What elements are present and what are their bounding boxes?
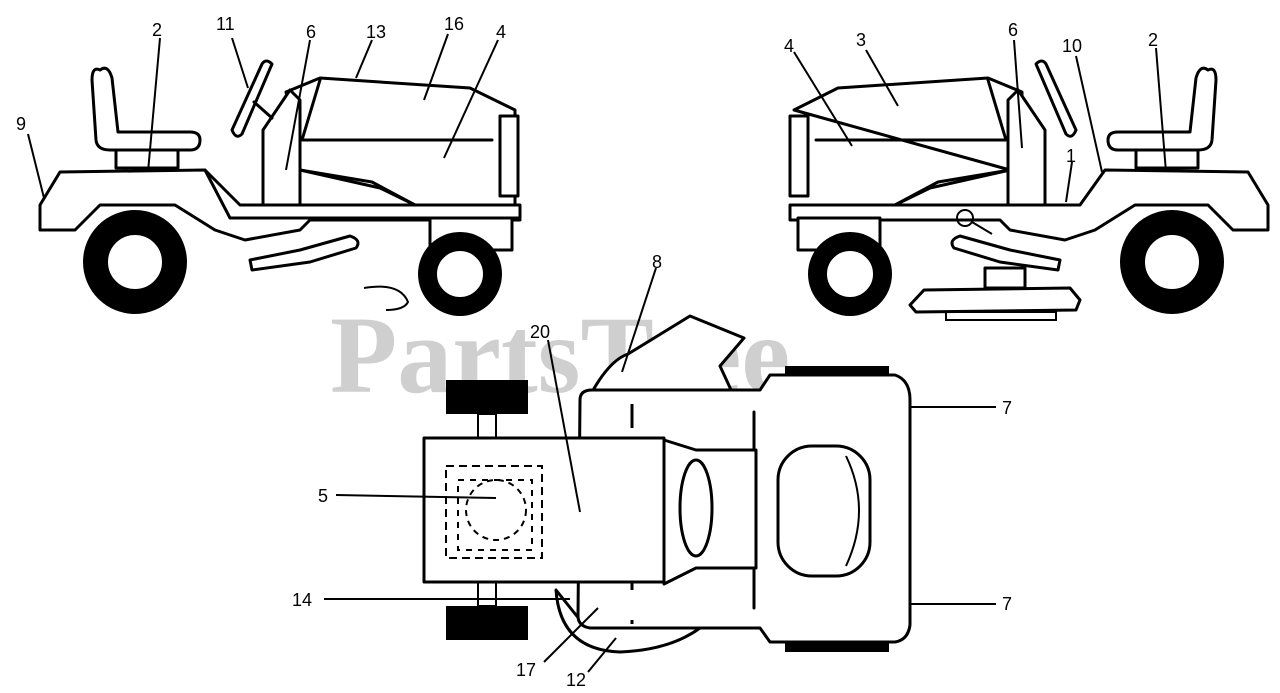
deck-hanger xyxy=(983,266,1027,290)
callout-5: 5 xyxy=(318,486,328,506)
mower-deck xyxy=(908,286,1082,314)
seat xyxy=(90,66,202,152)
callout-7: 7 xyxy=(1002,398,1012,418)
callout-3: 3 xyxy=(856,30,866,50)
hood-lower-line xyxy=(298,168,417,207)
callout-11: 11 xyxy=(216,14,235,34)
steering-column xyxy=(252,100,274,120)
callout-16: 16 xyxy=(444,14,464,34)
seat xyxy=(1106,66,1218,152)
callout-7b: 7 xyxy=(1002,594,1012,614)
callout-6b: 6 xyxy=(1008,20,1018,40)
wheel-top-right xyxy=(446,606,528,640)
deck-edge xyxy=(554,588,702,654)
deck-lift xyxy=(950,234,1062,272)
callout-labels: 2 11 6 13 16 4 9 4 3 6 10 2 1 8 20 7 5 1… xyxy=(16,14,1158,690)
callout-2b: 2 xyxy=(1148,30,1158,50)
callout-14: 14 xyxy=(292,590,312,610)
steering-wheel xyxy=(1034,59,1078,138)
callout-1: 1 xyxy=(1066,146,1076,166)
callout-8: 8 xyxy=(652,252,662,272)
callout-13: 13 xyxy=(366,22,386,42)
callout-10: 10 xyxy=(1062,36,1082,56)
callout-12: 12 xyxy=(566,670,586,690)
deck-skirt xyxy=(945,311,1057,321)
top-view xyxy=(324,267,996,673)
callout-17: 17 xyxy=(516,660,536,680)
seat-base xyxy=(114,148,180,170)
grille xyxy=(498,114,520,198)
hood-lower-line xyxy=(893,168,1012,207)
seat-top xyxy=(776,444,872,578)
dash-panel xyxy=(1006,88,1047,207)
steering-wheel xyxy=(230,59,274,138)
right-side-view xyxy=(788,39,1270,321)
wheel-top-left xyxy=(446,380,528,414)
callout-4: 4 xyxy=(496,22,506,42)
steering-top xyxy=(678,458,714,558)
hood-top xyxy=(422,436,666,584)
left-side-view xyxy=(27,33,522,316)
callout-4b: 4 xyxy=(784,36,794,56)
callout-9: 9 xyxy=(16,114,26,134)
hook-part xyxy=(363,285,410,311)
grille xyxy=(788,114,810,198)
deck-lift xyxy=(248,234,360,272)
key-tag xyxy=(956,209,974,227)
callout-2: 2 xyxy=(152,20,162,40)
hood-line xyxy=(300,78,494,142)
callout-20: 20 xyxy=(530,322,550,342)
callout-6: 6 xyxy=(306,22,316,42)
hood-line xyxy=(814,78,1008,142)
dash-panel xyxy=(261,88,302,207)
discharge-chute xyxy=(590,314,746,394)
seat-base xyxy=(1134,148,1200,170)
